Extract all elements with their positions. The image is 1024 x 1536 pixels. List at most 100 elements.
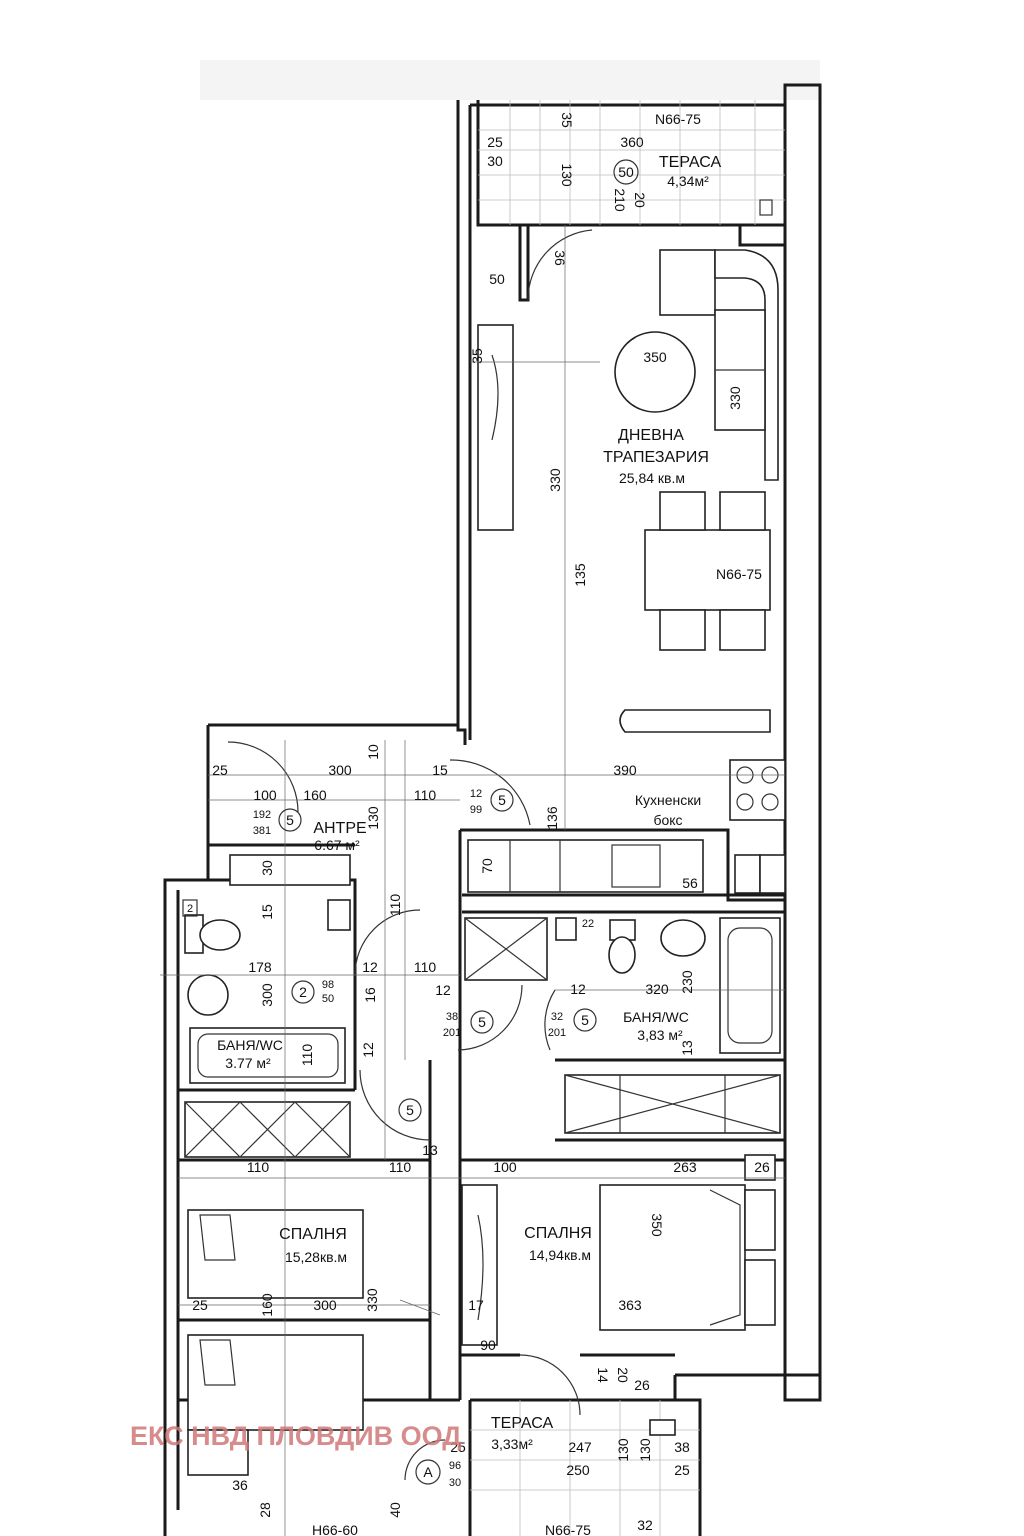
dim: 13 <box>422 1142 438 1158</box>
dim: 160 <box>303 787 327 803</box>
window-label-top: N66-75 <box>655 111 701 127</box>
marker: A <box>423 1464 433 1480</box>
dim: 201 <box>548 1027 566 1039</box>
dim: 38 <box>674 1439 690 1455</box>
room-area-bedroom-right: 14,94кв.м <box>529 1247 591 1263</box>
dim: 35 <box>559 112 575 128</box>
dim: 363 <box>618 1297 642 1313</box>
terrace-top-tiles <box>478 100 785 225</box>
dim: 263 <box>673 1159 697 1175</box>
dim: 36 <box>552 250 568 266</box>
dim: 350 <box>643 349 667 365</box>
dim: 26 <box>634 1377 650 1393</box>
dim: 32 <box>637 1517 653 1533</box>
dim: 38 <box>446 1011 458 1023</box>
dim: 192 <box>253 809 271 821</box>
marker: 5 <box>478 1014 486 1030</box>
room-area-bath-left: 3.77 м² <box>225 1055 271 1071</box>
dim: 36 <box>232 1477 248 1493</box>
dim: 135 <box>572 563 588 587</box>
dim: 390 <box>613 762 637 778</box>
dim: 25 <box>212 762 228 778</box>
dim: 12 <box>362 959 378 975</box>
dim: 25 <box>487 134 503 150</box>
dim: 30 <box>487 153 503 169</box>
dim: 330 <box>364 1288 380 1312</box>
room-name-bedroom-left: СПАЛНЯ <box>279 1226 347 1243</box>
bedroom-furniture <box>187 1154 776 1476</box>
dimension-lines <box>160 225 785 1536</box>
dim: 330 <box>547 468 563 492</box>
dim: 210 <box>612 188 628 212</box>
room-area-terrace-bottom: 3,33м² <box>491 1436 533 1452</box>
terrace-bottom-tiles <box>470 1400 700 1536</box>
marker: 2 <box>299 984 307 1000</box>
dim: 25 <box>192 1297 208 1313</box>
room-name-entry: АНТРЕ <box>313 820 366 837</box>
marker: 5 <box>286 812 294 828</box>
dim: 178 <box>248 959 272 975</box>
dimension-labels: 25 30 360 35 130 210 20 36 50 35 350 330… <box>192 112 770 1533</box>
living-furniture <box>467 249 786 894</box>
dim: 32 <box>551 1011 563 1023</box>
dim: 17 <box>468 1297 484 1313</box>
marker: 5 <box>406 1102 414 1118</box>
dim: 25 <box>450 1439 466 1455</box>
room-area-living: 25,84 кв.м <box>619 470 685 486</box>
room-name-bedroom-right: СПАЛНЯ <box>524 1225 592 1242</box>
dim: 40 <box>387 1502 403 1518</box>
dim: 130 <box>615 1438 631 1462</box>
markers: 50 5 5 2 5 5 5 A 2 <box>182 159 639 1485</box>
dim: 50 <box>322 993 334 1005</box>
dim: 14 <box>595 1367 611 1383</box>
dim: 110 <box>387 894 403 917</box>
marker: 50 <box>618 164 634 180</box>
bath-left-fixtures <box>184 854 351 1158</box>
dim: 28 <box>257 1502 273 1518</box>
dim: 130 <box>365 806 381 830</box>
dim: 350 <box>649 1213 665 1237</box>
dim: 99 <box>470 804 482 816</box>
dim: 12 <box>435 982 451 998</box>
dim: 56 <box>682 875 698 891</box>
dim: 15 <box>259 904 275 920</box>
room-name-kitchen-2: бокс <box>653 812 682 828</box>
dim: 30 <box>449 1477 461 1489</box>
window-label-bottom-left: Н66-60 <box>312 1522 358 1536</box>
window-label-terrace-bottom: N66-75 <box>545 1522 591 1536</box>
dim: 110 <box>389 1159 412 1175</box>
dim: 300 <box>259 983 275 1007</box>
room-name-terrace-bottom: ТЕРАСА <box>491 1415 554 1432</box>
dim: 247 <box>568 1439 592 1455</box>
marker: 5 <box>581 1012 589 1028</box>
dim: 381 <box>253 825 271 837</box>
dim: 25 <box>674 1462 690 1478</box>
dim: 22 <box>582 918 594 930</box>
dim: 50 <box>489 271 505 287</box>
dim: 90 <box>480 1337 496 1353</box>
room-name-bath-left: БАНЯ/WC <box>217 1037 283 1053</box>
marker: 2 <box>187 903 193 915</box>
dim: 13 <box>679 1040 695 1056</box>
dim: 160 <box>259 1293 275 1317</box>
dim: 300 <box>313 1297 337 1313</box>
dim: 15 <box>432 762 448 778</box>
dim: 35 <box>469 348 485 364</box>
dim: 10 <box>365 744 381 760</box>
dim: 12 <box>360 1042 376 1058</box>
bath-right-fixtures <box>464 917 781 1134</box>
room-name-bath-right: БАНЯ/WC <box>623 1009 689 1025</box>
room-name-dining: ТРАПЕЗАРИЯ <box>603 449 709 466</box>
dim: 320 <box>645 981 669 997</box>
dim: 110 <box>299 1044 315 1067</box>
dim: 110 <box>247 1159 270 1175</box>
dim: 12 <box>570 981 586 997</box>
dim: 230 <box>679 970 695 994</box>
room-name-terrace-top: ТЕРАСА <box>659 154 722 171</box>
window-labels: N66-75 N66-75 N66-75 Н66-60 <box>312 111 762 1536</box>
dim: 250 <box>566 1462 590 1478</box>
room-area-bedroom-left: 15,28кв.м <box>285 1249 347 1265</box>
dim: 16 <box>362 987 378 1003</box>
room-area-entry: 6.67 м² <box>314 837 360 853</box>
door-swings <box>227 229 593 1481</box>
